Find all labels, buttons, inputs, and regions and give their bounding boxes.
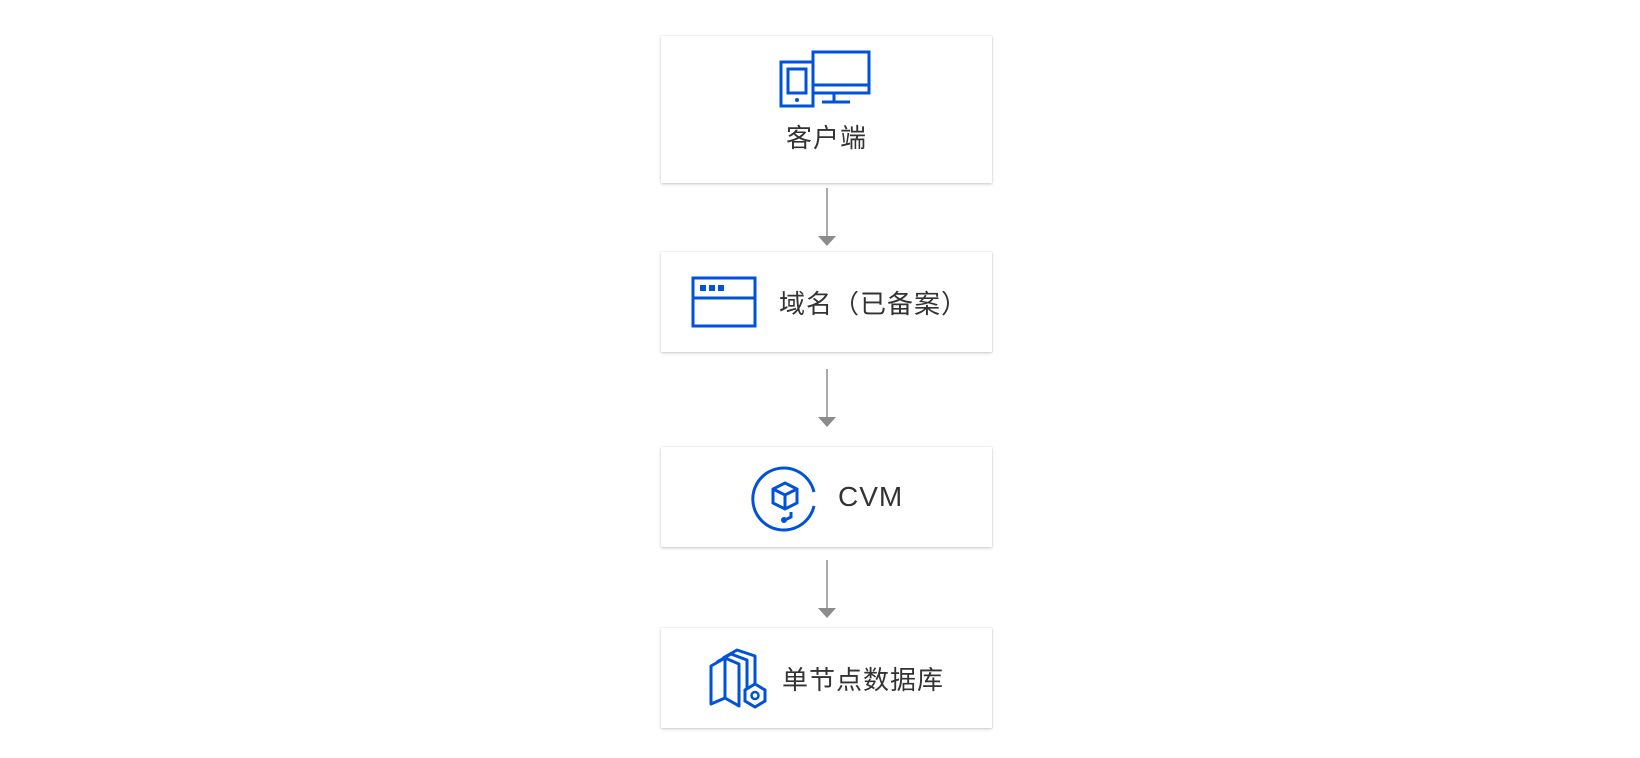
- database-icon: [709, 648, 767, 709]
- node-database: 单节点数据库: [661, 628, 992, 728]
- node-domain: 域名（已备案）: [661, 252, 992, 352]
- node-domain-label: 域名（已备案）: [779, 290, 969, 320]
- arrow-client-to-domain: [815, 188, 839, 248]
- node-cvm: CVM: [661, 447, 992, 547]
- browser-window-icon: [691, 276, 757, 328]
- node-client-label: 客户端: [785, 124, 867, 154]
- client-devices-icon: [779, 50, 871, 108]
- node-cvm-label: CVM: [838, 481, 904, 512]
- node-database-label: 单节点数据库: [782, 666, 945, 696]
- node-client: 客户端: [661, 36, 992, 183]
- cvm-icon: [751, 466, 816, 532]
- arrow-domain-to-cvm: [815, 369, 839, 429]
- arrow-cvm-to-database: [815, 560, 839, 620]
